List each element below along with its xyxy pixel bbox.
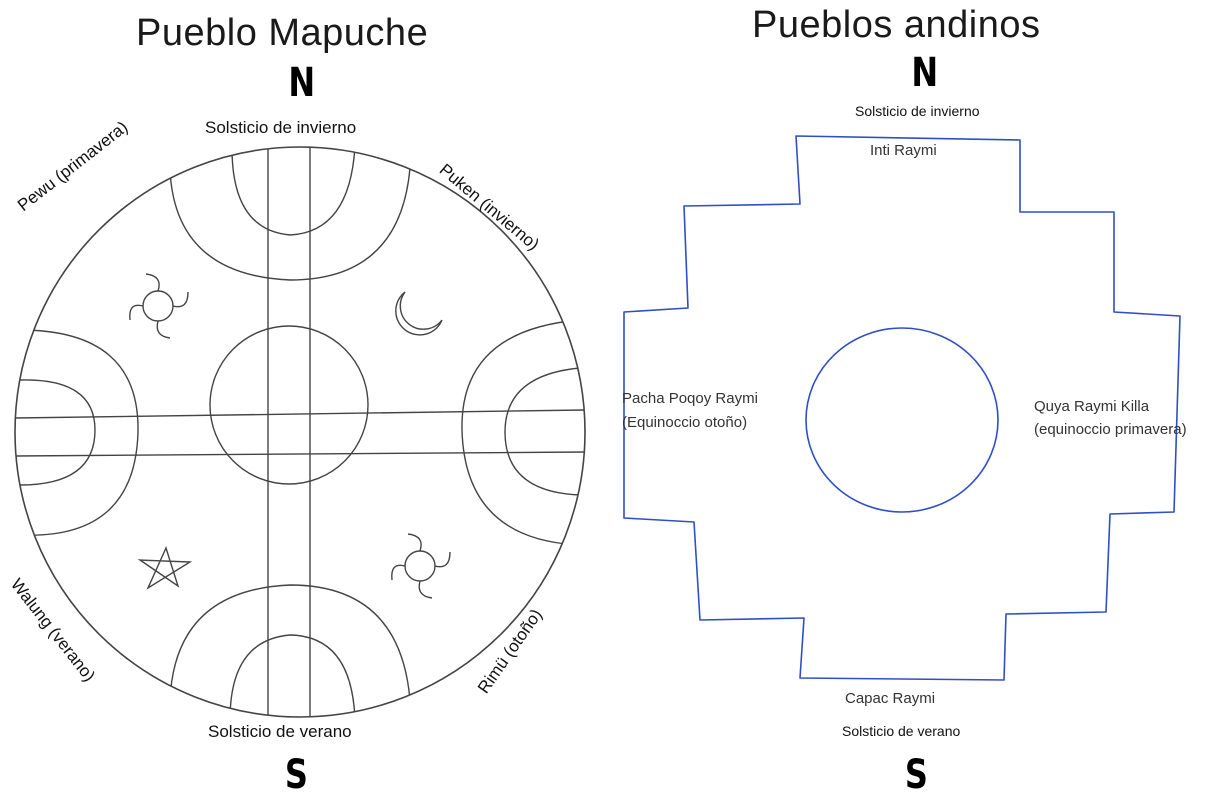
andean-bottom-label: Capac Raymi	[845, 690, 936, 707]
andean-north-marker: N	[911, 50, 939, 96]
andean-title: Pueblos andinos	[752, 4, 1041, 46]
mapuche-top-arc-inner	[231, 147, 356, 236]
star-icon	[137, 546, 193, 590]
moon-icon	[395, 291, 443, 336]
mapuche-right-arc-outer	[461, 319, 581, 546]
mapuche-horizontal-line-top	[15, 409, 585, 419]
mapuche-top-arc-outer	[169, 167, 411, 281]
mapuche-horizontal-line-bottom	[15, 451, 585, 457]
sun-spiral-icon	[129, 273, 189, 339]
mapuche-left-arc-outer	[19, 329, 139, 536]
andean-left-label-1: Pacha Poqoy Raymi	[622, 390, 758, 407]
andean-right-label-1: Quya Raymi Killa	[1034, 398, 1150, 415]
mapuche-north-marker: N	[288, 60, 316, 106]
mapuche-bottom-arc-outer	[169, 584, 411, 701]
andean-right-label-2: (equinoccio primavera)	[1034, 421, 1187, 438]
mapuche-outer-circle	[14, 146, 586, 718]
andean-north-label: Solsticio de invierno	[855, 103, 980, 119]
mapuche-bottom-arc-inner	[229, 634, 356, 717]
mapuche-north-label: Solsticio de invierno	[205, 118, 357, 137]
mapuche-south-marker: S	[284, 752, 308, 798]
mapuche-nw-label: Pewu (primavera)	[14, 117, 132, 215]
sun-spiral-icon	[391, 533, 451, 599]
mapuche-title: Pueblo Mapuche	[136, 12, 429, 54]
andean-south-label: Solsticio de verano	[842, 723, 961, 739]
mapuche-right-arc-inner	[504, 367, 581, 496]
mapuche-south-label: Solsticio de verano	[208, 722, 352, 741]
chakana-center-circle	[805, 327, 999, 513]
mapuche-ne-label: Puken (invierno)	[435, 160, 543, 255]
andean-south-marker: S	[904, 752, 928, 798]
mapuche-sw-label: Walung (verano)	[7, 575, 99, 686]
mapuche-center-circle	[209, 325, 369, 485]
andean-left-label-2: (Equinoccio otoño)	[622, 414, 748, 431]
mapuche-left-arc-inner	[19, 379, 96, 486]
andean-top-label: Inti Raymi	[870, 142, 937, 159]
mapuche-se-label: Rimü (otoño)	[474, 605, 546, 697]
